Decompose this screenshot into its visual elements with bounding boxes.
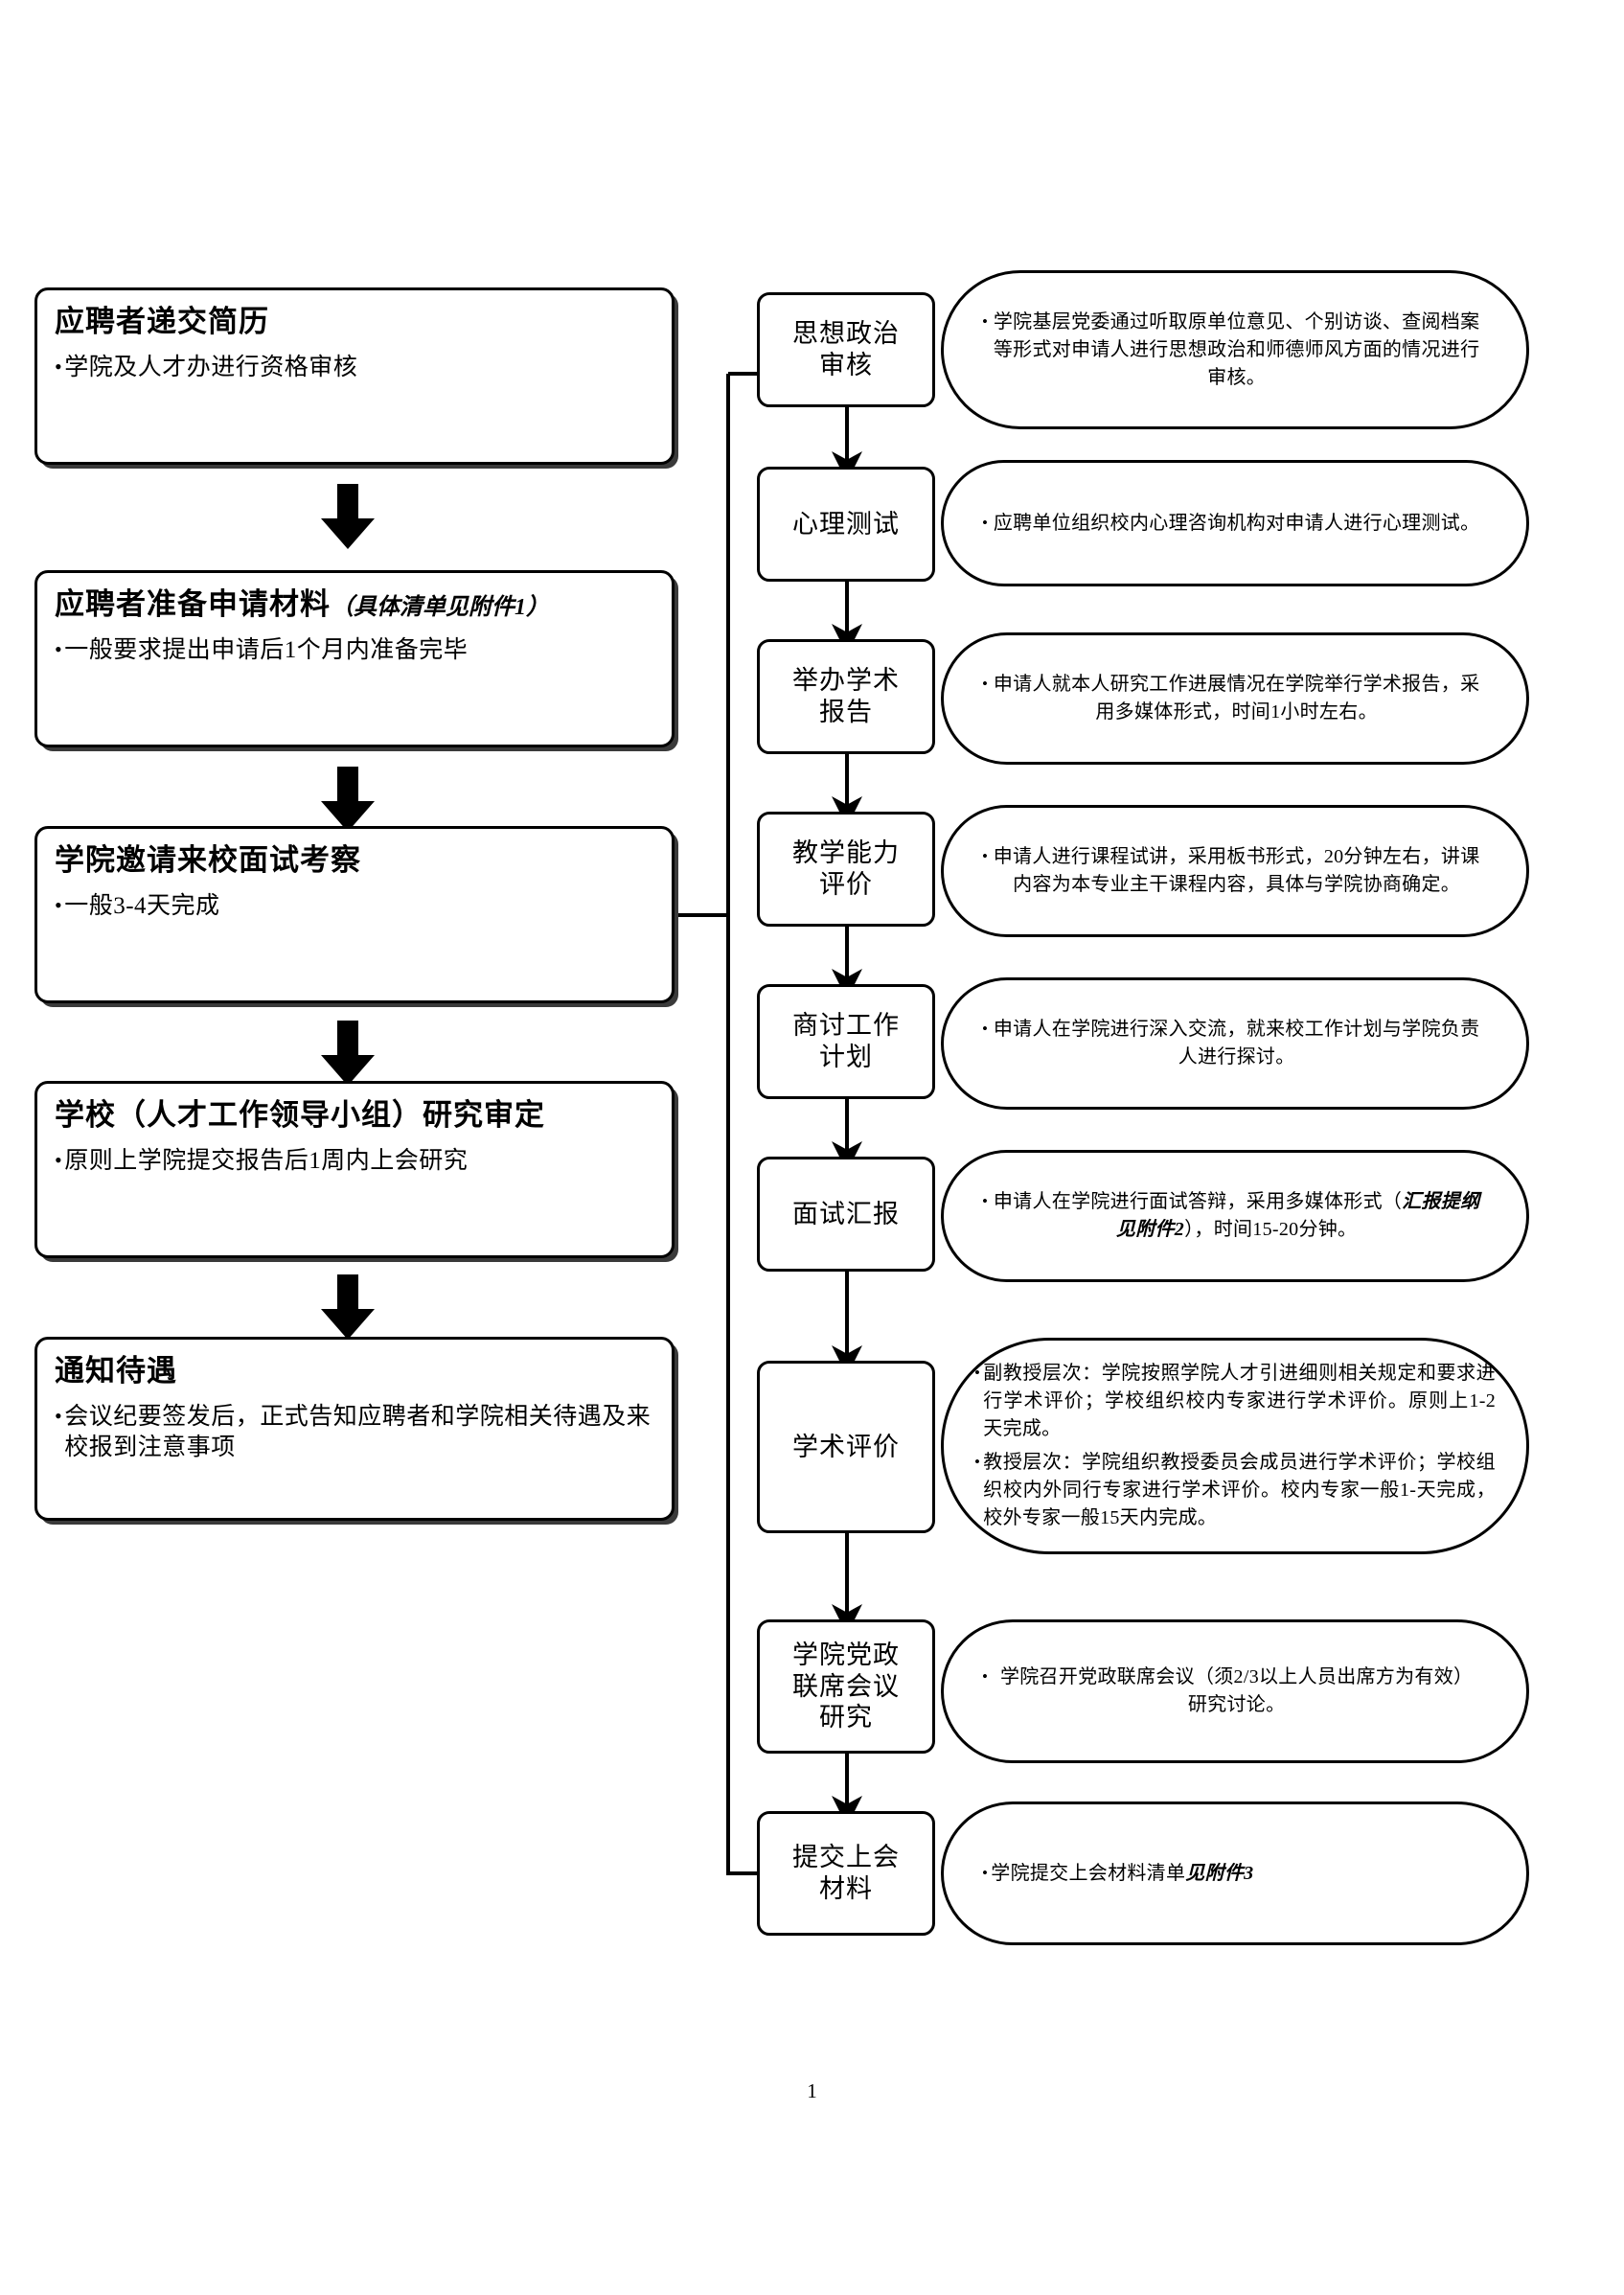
desc-line: • 申请人进行课程试讲，采用板书形式，20分钟左右，讲课内容为本专业主干课程内容…: [982, 843, 1482, 899]
process-box-4-bullet: • 原则上学院提交报告后1周内上会研究: [55, 1147, 469, 1174]
process-box-5[interactable]: 通知待遇 • 会议纪要签发后，正式告知应聘者和学院相关待遇及来校报到注意事项: [34, 1337, 675, 1521]
wire-interview-to-branch: [675, 374, 730, 917]
bullet-dot: •: [55, 354, 63, 379]
desc-line: • 学院提交上会材料清单见附件3: [982, 1860, 1482, 1888]
bullet-dot: •: [55, 636, 63, 661]
fat-down-arrow-1: [321, 484, 375, 549]
process-box-3-title: 学院邀请来校面试考察: [55, 843, 361, 877]
process-box-1-title: 应聘者递交简历: [55, 305, 269, 338]
step-box-psych-test[interactable]: 心理测试: [757, 467, 935, 582]
desc-bubble-submit-materials: • 学院提交上会材料清单见附件3: [941, 1802, 1529, 1945]
process-box-1[interactable]: 应聘者递交简历 • 学院及人才办进行资格审核: [34, 287, 675, 465]
desc-line: • 应聘单位组织校内心理咨询机构对申请人进行心理测试。: [982, 510, 1482, 538]
desc-line: • 教授层次：学院组织教授委员会成员进行学术评价；学校组织校内外同行专家进行学术…: [974, 1449, 1496, 1532]
process-box-1-bullet: • 学院及人才办进行资格审核: [55, 354, 358, 380]
desc-line: • 副教授层次：学院按照学院人才引进细则相关规定和要求进行学术评价；学校组织校内…: [974, 1360, 1496, 1443]
desc-bubble-interview-report: • 申请人在学院进行面试答辩，采用多媒体形式（汇报提纲见附件2），时间15-20…: [941, 1150, 1529, 1282]
bullet-dot: •: [982, 1863, 989, 1882]
desc-text-emphasis: 见附件3: [1185, 1862, 1254, 1884]
process-box-2-title: 应聘者准备申请材料（具体清单见附件1）: [55, 587, 549, 621]
desc-bubble-work-plan: • 申请人在学院进行深入交流，就来校工作计划与学院负责人进行探讨。: [941, 977, 1529, 1110]
bullet-dot: •: [982, 847, 989, 865]
bullet-dot: •: [982, 311, 989, 331]
bullet-dot: •: [55, 892, 63, 917]
step-box-party-admin-meeting[interactable]: 学院党政联席会议研究: [757, 1619, 935, 1754]
step-box-teaching-eval[interactable]: 教学能力评价: [757, 812, 935, 927]
bullet-dot: •: [982, 675, 989, 693]
desc-bubble-party-admin-meeting: • 学院召开党政联席会议（须2/3以上人员出席方为有效）研究讨论。: [941, 1619, 1529, 1763]
process-box-5-bullet: • 会议纪要签发后，正式告知应聘者和学院相关待遇及来校报到注意事项: [55, 1403, 652, 1461]
wire-branch-to-submit: [726, 915, 757, 1875]
process-box-3[interactable]: 学院邀请来校面试考察 • 一般3-4天完成: [34, 826, 675, 1003]
bullet-dot: •: [55, 1147, 63, 1172]
fat-down-arrow-3: [321, 1021, 375, 1086]
desc-bubble-academic-talk: • 申请人就本人研究工作进展情况在学院举行学术报告，采用多媒体形式，时间1小时左…: [941, 632, 1529, 765]
desc-bubble-psych-test: • 应聘单位组织校内心理咨询机构对申请人进行心理测试。: [941, 460, 1529, 586]
step-box-interview-report[interactable]: 面试汇报: [757, 1157, 935, 1272]
step-box-work-plan[interactable]: 商讨工作计划: [757, 984, 935, 1099]
page-number: 1: [807, 2079, 817, 2102]
process-box-4-title: 学校（人才工作领导小组）研究审定: [55, 1098, 545, 1132]
bullet-dot: •: [982, 513, 989, 532]
desc-bubble-academic-eval: • 副教授层次：学院按照学院人才引进细则相关规定和要求进行学术评价；学校组织校内…: [941, 1338, 1529, 1554]
bullet-dot: •: [982, 1020, 989, 1038]
step-box-submit-materials[interactable]: 提交上会材料: [757, 1811, 935, 1936]
desc-line: • 学院基层党委通过听取原单位意见、个别访谈、查阅档案等形式对申请人进行思想政治…: [982, 309, 1482, 392]
desc-line: • 学院召开党政联席会议（须2/3以上人员出席方为有效）研究讨论。: [982, 1664, 1482, 1719]
desc-line: • 申请人就本人研究工作进展情况在学院举行学术报告，采用多媒体形式，时间1小时左…: [982, 671, 1482, 726]
bullet-dot: •: [982, 1667, 989, 1686]
desc-text-plain-b: ），时间15-20分钟。: [1184, 1219, 1358, 1240]
desc-text-plain-a: 申请人在学院进行面试答辩，采用多媒体形式（: [993, 1191, 1403, 1212]
process-box-4[interactable]: 学校（人才工作领导小组）研究审定 • 原则上学院提交报告后1周内上会研究: [34, 1081, 675, 1258]
bullet-dot: •: [982, 1192, 989, 1210]
desc-line: • 申请人在学院进行深入交流，就来校工作计划与学院负责人进行探讨。: [982, 1016, 1482, 1071]
desc-line: • 申请人在学院进行面试答辩，采用多媒体形式（汇报提纲见附件2），时间15-20…: [982, 1188, 1482, 1244]
process-box-5-title: 通知待遇: [55, 1354, 177, 1388]
process-box-3-bullet: • 一般3-4天完成: [55, 892, 220, 919]
desc-text-plain: 学院提交上会材料清单: [991, 1862, 1186, 1884]
process-box-2[interactable]: 应聘者准备申请材料（具体清单见附件1） • 一般要求提出申请后1个月内准备完毕: [34, 570, 675, 747]
process-box-2-bullet: • 一般要求提出申请后1个月内准备完毕: [55, 636, 469, 663]
step-box-academic-talk[interactable]: 举办学术报告: [757, 639, 935, 754]
bullet-dot: •: [55, 1403, 63, 1428]
step-box-ideological-review[interactable]: 思想政治审核: [757, 292, 935, 407]
fat-down-arrow-4: [321, 1274, 375, 1340]
step-box-academic-eval[interactable]: 学术评价: [757, 1361, 935, 1533]
bullet-dot: •: [974, 1364, 981, 1382]
fat-down-arrow-2: [321, 767, 375, 832]
desc-bubble-teaching-eval: • 申请人进行课程试讲，采用板书形式，20分钟左右，讲课内容为本专业主干课程内容…: [941, 805, 1529, 937]
bullet-dot: •: [974, 1453, 981, 1471]
desc-bubble-ideological-review: • 学院基层党委通过听取原单位意见、个别访谈、查阅档案等形式对申请人进行思想政治…: [941, 270, 1529, 429]
desc-text-emphasis: 汇报提纲见附件2: [1115, 1191, 1480, 1240]
